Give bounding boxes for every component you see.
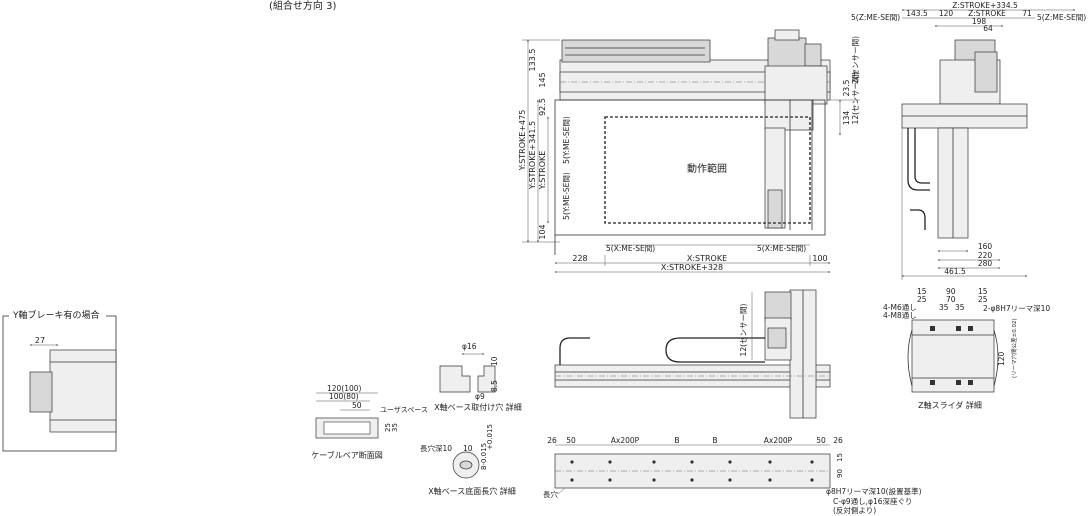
- base-dim-50-right: 50: [816, 436, 826, 445]
- zs-caption: Z軸スライダ 詳細: [918, 400, 982, 410]
- cable-dim-100: 100(80): [329, 392, 359, 401]
- dim-23-5: 23.5: [842, 79, 851, 96]
- front-view: 12(センサー間): [554, 289, 831, 419]
- dim-71: 71: [1022, 9, 1032, 18]
- zs-label-m8: 4-M8通し: [883, 310, 917, 320]
- zs-dim-35-right: 35: [955, 303, 965, 312]
- cable-dim-25: 25: [384, 423, 392, 432]
- dim-143-5: 143.5: [906, 9, 928, 18]
- slot-dim-tol: 8-0.015: [480, 443, 488, 470]
- base-dim-b-right: B: [712, 436, 717, 445]
- dim-228: 228: [572, 254, 587, 263]
- front-sensor-label: 12(センサー間): [739, 303, 748, 356]
- dim-120-side: 120: [939, 9, 954, 18]
- dim-198: 198: [972, 17, 987, 26]
- cable-dim-50: 50: [352, 401, 362, 410]
- base-dim-ax200p-left: Ax200P: [611, 436, 640, 445]
- dim-y-stroke: Y:STROKE: [538, 151, 547, 191]
- dim-z-stroke-334: Z:STROKE+334.5: [952, 1, 1018, 10]
- motion-area-label: 動作範囲: [687, 162, 727, 175]
- base-dim-50-left: 50: [566, 436, 576, 445]
- zs-dim-15-right: 15: [978, 287, 988, 296]
- dim-y-stroke-341: Y:STROKE+341.5: [528, 121, 537, 190]
- x-mount-hole-detail: φ16 10 φ9 8.5 X軸ベース取付け穴 詳細: [434, 342, 522, 412]
- y-me-se-label-bottom: 5(Y:ME-SE間): [562, 172, 571, 220]
- mount-dim-8-5: 8.5: [490, 380, 499, 392]
- zs-dim-70: 70: [946, 295, 956, 304]
- cable-dim-120: 120(100): [327, 384, 362, 393]
- slot-caption: X軸ベース底面長穴 詳細: [428, 486, 516, 496]
- dim-92-5: 92.5: [538, 98, 547, 116]
- zs-dim-15-left: 15: [917, 287, 927, 296]
- x-me-se-right: 5(X:ME-SE間): [757, 244, 806, 253]
- cable-user-space: ユーザスペース: [380, 406, 428, 414]
- mount-caption: X軸ベース取付け穴 詳細: [434, 402, 522, 412]
- base-dim-15: 15: [836, 453, 844, 462]
- zs-dim-120: 120: [997, 351, 1006, 366]
- brake-detail: Y軸ブレーキ有の場合 27: [2, 309, 117, 452]
- base-dim-ax200p-right: Ax200P: [764, 436, 793, 445]
- dim-461-5: 461.5: [944, 267, 966, 276]
- brake-dim-27: 27: [35, 336, 45, 345]
- dim-x-stroke-328: X:STROKE+328: [661, 263, 723, 272]
- dim-z-stroke-side: Z:STROKE: [968, 9, 1006, 18]
- z-me-se-left: 5(Z:ME-SE間): [851, 13, 900, 22]
- mount-dim-10: 10: [490, 356, 499, 366]
- zs-label-m6: 4-M6通し: [883, 302, 917, 312]
- slot-dim-plus: +0.015: [486, 424, 494, 450]
- zs-dim-25-left: 25: [917, 295, 927, 304]
- dim-x-stroke: X:STROKE: [687, 254, 727, 263]
- sensor-dim-right: 12(センサー間): [851, 71, 860, 124]
- base-label-c-holes: C-φ9通し,φ16深座ぐり: [833, 496, 913, 506]
- side-view: Z:STROKE+334.5 5(Z:ME-SE間) 143.5 120 Z:S…: [851, 1, 1086, 280]
- dim-220: 220: [978, 251, 993, 260]
- base-dim-b-left: B: [674, 436, 679, 445]
- cable-dim-35: 35: [391, 423, 399, 432]
- page-heading: (組合せ方向 3): [269, 0, 336, 12]
- sensor-dim-top: 2(センサー間): [851, 36, 860, 84]
- dim-145: 145: [538, 72, 547, 87]
- base-dim-26-left: 26: [547, 436, 557, 445]
- zs-dim-90: 90: [946, 287, 956, 296]
- dim-134: 134: [842, 111, 851, 126]
- base-label-opposite: (反対側より): [833, 505, 876, 515]
- cable-bear-section: 120(100) 100(80) 50 ユーザスペース 25 35 ケーブルベア…: [311, 384, 428, 460]
- main-top-view: 動作範囲 Y:STROKE+475 Y:STROKE+341.5 Y:STROK…: [518, 29, 860, 273]
- zs-label-reamer: 2-φ8H7リーマ深10: [983, 304, 1050, 313]
- base-label-reamer: φ8H7リーマ深10(設置基準): [826, 486, 922, 496]
- dim-y-stroke-475: Y:STROKE+475: [518, 110, 527, 172]
- y-me-se-label-top: 5(Y:ME-SE間): [562, 116, 571, 164]
- dim-133-5: 133.5: [528, 49, 537, 72]
- zs-dim-35-left: 35: [939, 303, 949, 312]
- cable-caption: ケーブルベア断面図: [311, 450, 383, 460]
- zs-tolerance-note: (リーマ穴間公差±0.02): [1010, 318, 1018, 378]
- slot-label-depth: 長穴深10: [420, 443, 452, 453]
- dim-280: 280: [978, 259, 993, 268]
- mount-dim-phi16: φ16: [462, 342, 477, 351]
- base-dim-26-right: 26: [833, 436, 843, 445]
- z-slider-detail: 15 90 15 25 70 25 35 35 4-M6通し 4-M8通し 2-…: [883, 287, 1050, 410]
- mount-dim-phi9: φ9: [475, 392, 485, 401]
- base-label-slot: 長穴: [543, 489, 558, 499]
- base-dim-90: 90: [836, 469, 844, 478]
- slot-label-10: 10: [463, 444, 473, 453]
- base-view: 26 50 Ax200P B B Ax200P 50 26 90 15 長穴 φ…: [543, 436, 922, 515]
- dim-160: 160: [978, 242, 993, 251]
- dim-100: 100: [812, 254, 827, 263]
- z-me-se-right: 5(Z:ME-SE間): [1037, 13, 1086, 22]
- dim-64: 64: [983, 24, 993, 33]
- dim-104: 104: [538, 224, 547, 239]
- brake-title: Y軸ブレーキ有の場合: [12, 309, 100, 321]
- x-me-se-left: 5(X:ME-SE間): [606, 244, 655, 253]
- x-slot-detail: 長穴深10 10 8-0.015 +0.015 X軸ベース底面長穴 詳細: [420, 424, 516, 496]
- zs-dim-25-right: 25: [978, 295, 988, 304]
